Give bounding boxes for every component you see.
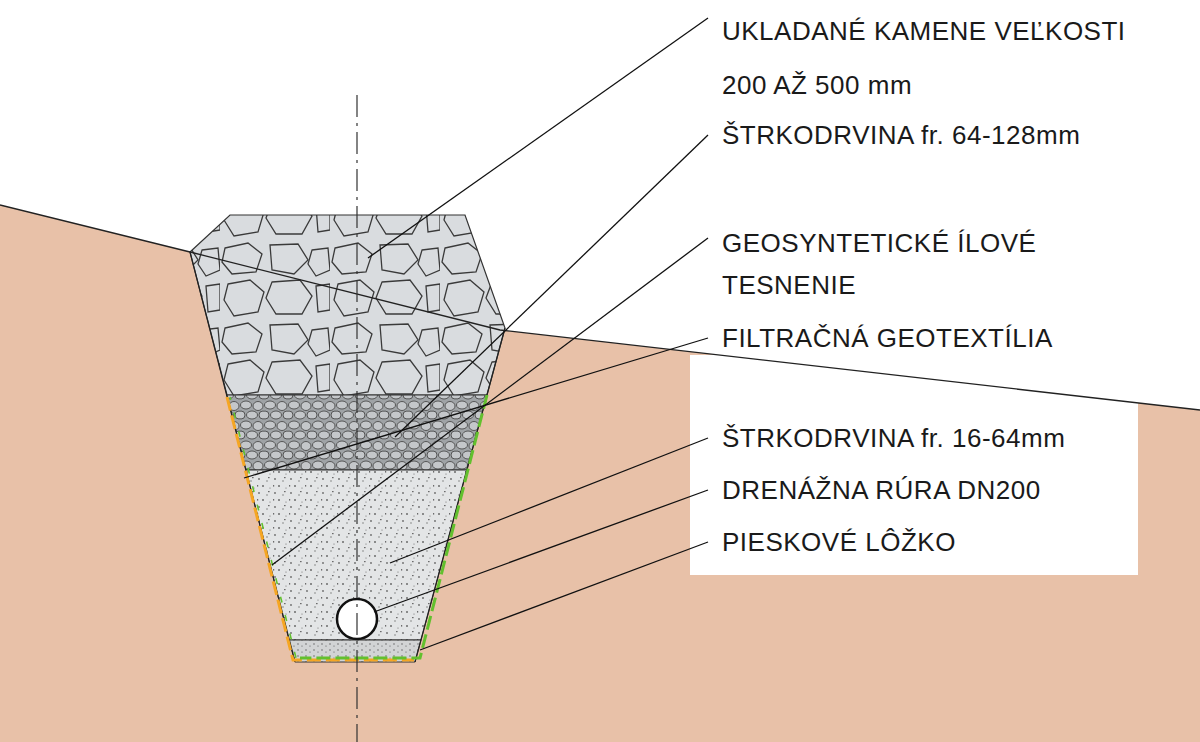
- material-label: PIESKOVÉ LÔŽKO: [722, 526, 956, 558]
- leader-lines: [244, 18, 708, 650]
- material-label: UKLADANÉ KAMENE VEĽKOSTI 200 AŽ 500 mm: [722, 4, 1177, 112]
- stone-layer: [190, 215, 505, 395]
- axis-line: [356, 95, 357, 742]
- geotextile: [230, 397, 296, 658]
- material-label: ŠTRKODRVINA fr. 64-128mm: [722, 119, 1080, 151]
- soil: [0, 205, 1200, 742]
- label-panel: [690, 355, 1138, 575]
- ground-line: [0, 205, 1200, 410]
- material-label: DRENÁŽNA RÚRA DN200: [722, 474, 1041, 506]
- material-label: GEOSYNTETICKÉ ÍLOVÉ TESNENIE: [722, 222, 1092, 306]
- geotextile: [300, 395, 487, 658]
- material-label: ŠTRKODRVINA fr. 16-64mm: [722, 422, 1065, 454]
- material-label: FILTRAČNÁ GEOTEXTÍLIA: [722, 322, 1053, 354]
